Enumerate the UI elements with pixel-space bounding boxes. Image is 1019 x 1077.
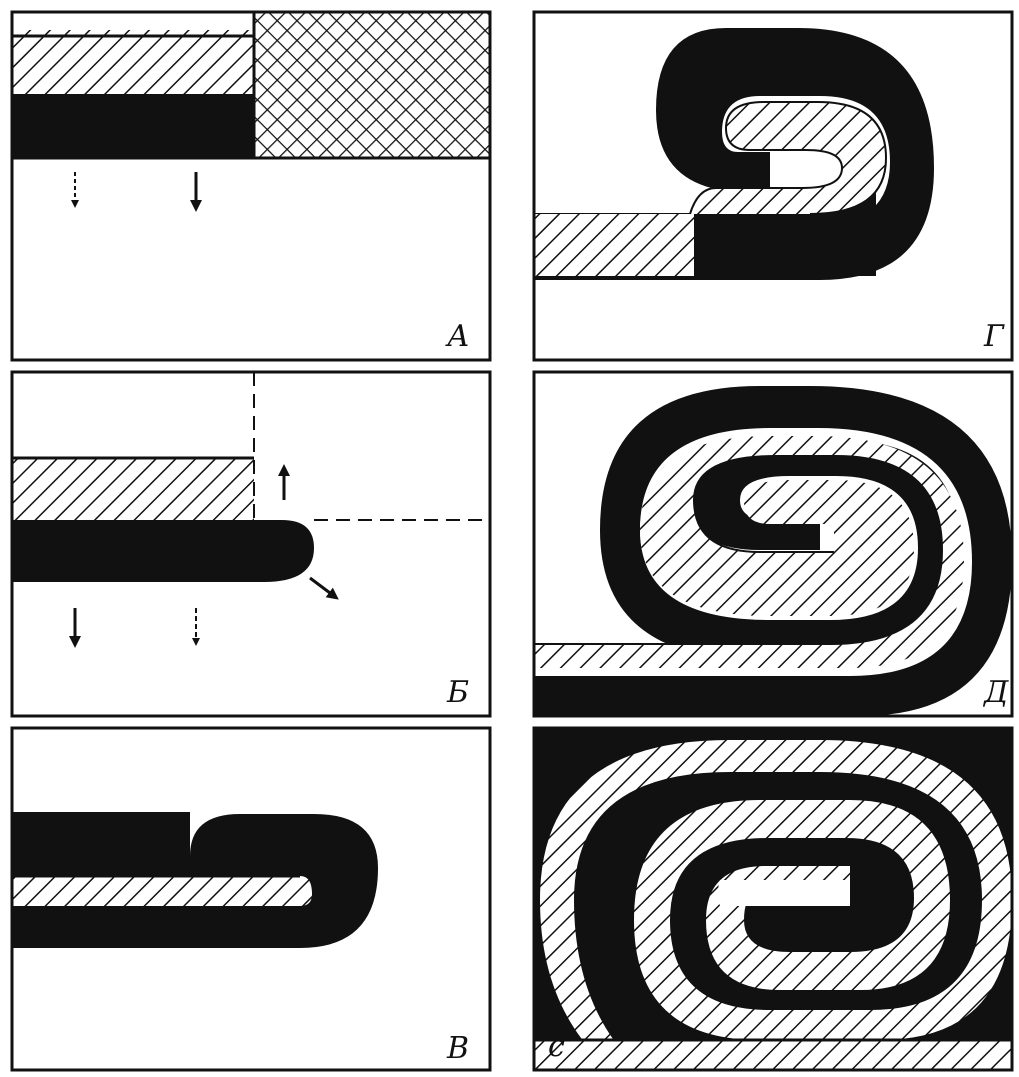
panel-label-g: Г — [983, 319, 1005, 354]
hatched-layer — [12, 30, 254, 94]
hatched-layer — [12, 458, 254, 520]
arrow-diagonal-icon — [310, 578, 334, 596]
panel-b: Б — [12, 372, 490, 716]
panel-a: А — [12, 12, 490, 360]
panel-e: с — [534, 728, 1012, 1070]
black-layer — [12, 94, 254, 158]
panel-label-d: Д — [982, 675, 1009, 710]
hatched-layer — [12, 876, 312, 906]
panel-label-e: с — [548, 1029, 565, 1064]
panel-label-a: А — [445, 319, 470, 354]
crosshatched-block — [254, 12, 490, 158]
panel-d: Д — [534, 372, 1012, 716]
panel-label-b: Б — [446, 675, 469, 710]
panel-g: Г — [534, 12, 1012, 360]
panel-label-v: В — [446, 1031, 469, 1066]
panel-v: В — [12, 728, 490, 1070]
black-layer-curling — [12, 520, 314, 582]
